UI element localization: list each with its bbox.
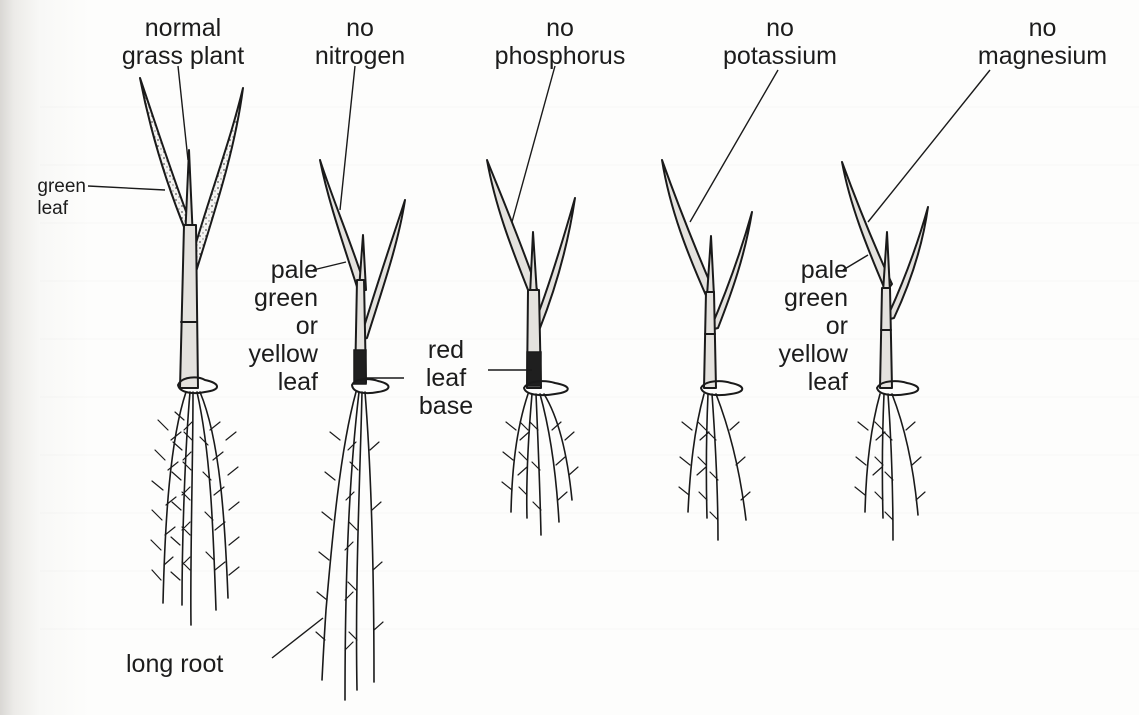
nitrogen-left-leaf bbox=[320, 160, 363, 290]
potassium-stem bbox=[704, 292, 716, 388]
pointer-potassium bbox=[690, 70, 778, 222]
potassium-mid-leaf bbox=[707, 236, 714, 296]
label-pale-leaf-nitrogen: pale green or yellow leaf bbox=[232, 256, 318, 396]
label-no-magnesium: no magnesium bbox=[955, 14, 1130, 70]
label-pale-leaf-magnesium: pale green or yellow leaf bbox=[762, 256, 848, 396]
pointer-long-root bbox=[272, 618, 323, 658]
plant-no-phosphorus bbox=[487, 160, 578, 535]
nitrogen-right-leaf bbox=[360, 200, 405, 340]
potassium-right-leaf bbox=[710, 212, 752, 330]
label-no-potassium: no potassium bbox=[700, 14, 860, 70]
magnesium-right-leaf bbox=[886, 207, 928, 320]
plant-no-potassium bbox=[662, 160, 752, 540]
label-green-leaf: green leaf bbox=[8, 176, 86, 220]
plant-no-magnesium bbox=[842, 162, 928, 540]
pointer-nitrogen bbox=[340, 66, 355, 210]
label-long-root: long root bbox=[126, 650, 276, 678]
phosphorus-mid-leaf bbox=[530, 232, 537, 295]
plant-no-nitrogen bbox=[316, 160, 405, 700]
magnesium-stem bbox=[880, 288, 892, 388]
potassium-left-leaf bbox=[662, 160, 714, 300]
label-no-nitrogen: no nitrogen bbox=[290, 14, 430, 70]
label-red-leaf-base: red leaf base bbox=[400, 336, 492, 420]
pointer-phosphorus bbox=[512, 66, 555, 222]
pointer-magnesium bbox=[868, 70, 990, 222]
pointer-green-leaf bbox=[88, 186, 165, 190]
pointer-normal bbox=[178, 66, 188, 160]
label-no-phosphorus: no phosphorus bbox=[480, 14, 640, 70]
label-normal-grass-plant: normal grass plant bbox=[118, 14, 248, 70]
plant-normal bbox=[140, 78, 243, 625]
normal-stem bbox=[180, 225, 198, 388]
normal-left-leaf bbox=[140, 78, 190, 232]
magnesium-mid-leaf bbox=[883, 232, 890, 292]
